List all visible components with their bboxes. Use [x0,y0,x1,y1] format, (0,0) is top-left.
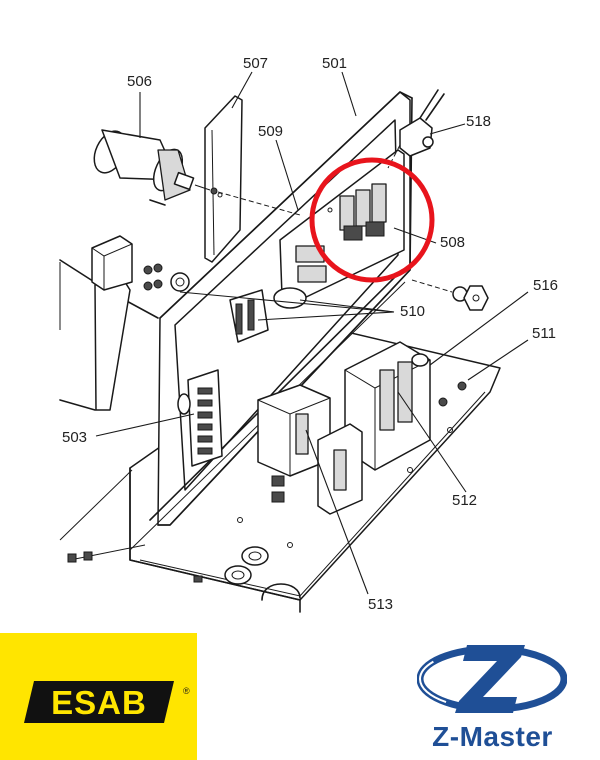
connector-510 [143,263,307,343]
transformer-513 [257,384,363,515]
leader-lines [95,71,529,595]
callout-512: 512 [452,492,477,509]
left-side-panel [59,235,133,411]
callout-518: 518 [466,113,491,130]
nut-washer [411,279,489,311]
zmaster-logo: Z-Master [405,633,580,760]
base-hardware [67,381,467,601]
registered-mark: ® [183,686,190,696]
zmaster-z-emblem [417,645,567,713]
callout-506: 506 [127,73,152,90]
callout-516: 516 [533,277,558,294]
esab-logo: ESAB ® [0,633,197,760]
motor-506 [93,129,301,216]
callout-509: 509 [258,123,283,140]
esab-logo-text: ESAB [51,684,147,721]
callout-510: 510 [400,303,425,320]
exploded-parts-diagram: 506 507 501 509 518 508 510 516 511 503 … [59,55,558,613]
callout-503: 503 [62,429,87,446]
bracket-507 [204,95,243,263]
switch-518 [387,89,445,169]
callout-508: 508 [440,234,465,251]
esab-logo-plate: ESAB [24,681,174,723]
callout-labels: 506 507 501 509 518 508 510 516 511 503 … [62,55,558,613]
callout-511: 511 [532,325,556,342]
callout-507: 507 [243,55,268,72]
callout-513: 513 [368,596,393,613]
callout-501: 501 [322,55,347,72]
highlight-circle [309,157,435,283]
terminal-block-503 [177,369,223,467]
zmaster-logo-text: Z-Master [432,721,553,752]
